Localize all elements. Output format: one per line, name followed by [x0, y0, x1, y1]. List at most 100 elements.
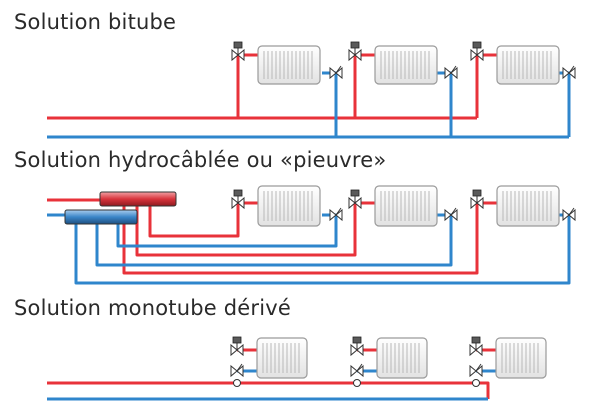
- valve-left-triangle: [329, 208, 337, 222]
- valve-head: [350, 189, 360, 197]
- radiator-body: [257, 185, 321, 227]
- radiator: [376, 337, 428, 379]
- valve-right-triangle: [476, 196, 484, 210]
- thermostatic-valve: [231, 41, 245, 62]
- valve-right-triangle: [475, 364, 483, 378]
- valve-left-triangle: [231, 196, 239, 210]
- radiator: [374, 185, 438, 227]
- tee-fitting: [233, 379, 241, 387]
- valve-head: [471, 336, 481, 344]
- valve-left-triangle: [231, 48, 239, 62]
- supply-branch-pipe: [236, 53, 258, 118]
- valve-stem: [568, 65, 575, 74]
- thermostatic-valve: [470, 41, 484, 62]
- valve-right-triangle: [450, 208, 458, 222]
- supply-branch-pipe: [475, 53, 497, 118]
- radiator: [256, 337, 308, 379]
- radiator: [374, 45, 438, 85]
- valve-right-triangle: [237, 48, 245, 62]
- tee-fitting: [353, 379, 361, 387]
- radiator-body: [496, 185, 560, 227]
- valve-head: [232, 336, 242, 344]
- valve-right-triangle: [237, 196, 245, 210]
- valve-right-triangle: [236, 364, 244, 378]
- valve-stem: [335, 65, 342, 74]
- valve-left-triangle: [350, 343, 358, 357]
- pipes-layer: [47, 53, 571, 401]
- valve-right-triangle: [236, 343, 244, 357]
- diverter-valve: [350, 363, 364, 378]
- lockshield-valve: [562, 65, 576, 80]
- valve-stem: [356, 363, 363, 372]
- valve-head: [350, 41, 360, 49]
- valve-left-triangle: [329, 66, 337, 80]
- supply-manifold: [99, 191, 177, 207]
- thermostatic-valve: [470, 189, 484, 210]
- lockshield-valve: [329, 207, 343, 222]
- valve-head: [472, 41, 482, 49]
- thermostatic-valve: [230, 336, 244, 357]
- valve-right-triangle: [354, 196, 362, 210]
- heading-bitube: Solution bitube: [14, 10, 177, 34]
- valve-left-triangle: [562, 208, 570, 222]
- supply-branch-pipe: [353, 53, 375, 118]
- lockshield-valve: [329, 65, 343, 80]
- valve-right-triangle: [335, 208, 343, 222]
- valve-right-triangle: [475, 343, 483, 357]
- valve-right-triangle: [568, 66, 576, 80]
- supply-loop-pipe: [148, 201, 258, 238]
- valve-stem: [335, 207, 342, 216]
- valve-left-triangle: [470, 196, 478, 210]
- radiator-body: [257, 45, 321, 85]
- valve-left-triangle: [350, 364, 358, 378]
- valve-left-triangle: [230, 343, 238, 357]
- valve-left-triangle: [444, 66, 452, 80]
- valve-head: [233, 41, 243, 49]
- thermostatic-valve: [348, 41, 362, 62]
- valve-left-triangle: [348, 196, 356, 210]
- valve-right-triangle: [356, 343, 364, 357]
- radiator: [257, 45, 321, 85]
- valve-right-triangle: [335, 66, 343, 80]
- thermostatic-valve: [348, 189, 362, 210]
- thermostatic-valve: [350, 336, 364, 357]
- valve-right-triangle: [476, 48, 484, 62]
- return-manifold: [64, 209, 138, 225]
- lockshield-valve: [444, 207, 458, 222]
- radiator: [496, 45, 560, 85]
- supply-loop-pipe: [135, 201, 375, 257]
- heading-monotube: Solution monotube dérivé: [14, 296, 292, 320]
- supply-loop-pipe: [122, 201, 497, 275]
- valve-left-triangle: [470, 48, 478, 62]
- diverter-valve: [469, 363, 483, 378]
- radiator-body: [374, 185, 438, 227]
- thermostatic-valve: [469, 336, 483, 357]
- valve-head: [233, 189, 243, 197]
- lockshield-valve: [444, 65, 458, 80]
- valve-stem: [450, 207, 457, 216]
- valve-stem: [568, 207, 575, 216]
- valve-left-triangle: [348, 48, 356, 62]
- thermostatic-valve: [231, 189, 245, 210]
- valve-right-triangle: [356, 364, 364, 378]
- return-branch-pipe: [437, 71, 453, 137]
- return-branch-pipe: [322, 71, 338, 137]
- valve-right-triangle: [568, 208, 576, 222]
- valve-head: [352, 336, 362, 344]
- valve-left-triangle: [444, 208, 452, 222]
- valve-left-triangle: [230, 364, 238, 378]
- radiator: [496, 185, 560, 227]
- heading-hydrocablee: Solution hydrocâblée ou «pieuvre»: [14, 148, 387, 172]
- valve-right-triangle: [450, 66, 458, 80]
- radiator-body: [496, 45, 560, 85]
- valve-left-triangle: [469, 364, 477, 378]
- valve-left-triangle: [562, 66, 570, 80]
- valve-stem: [236, 363, 243, 372]
- valve-stem: [450, 65, 457, 74]
- tee-fitting: [472, 379, 480, 387]
- radiator: [257, 185, 321, 227]
- equipment-layer: [64, 41, 576, 387]
- diverter-valve: [230, 363, 244, 378]
- valve-right-triangle: [354, 48, 362, 62]
